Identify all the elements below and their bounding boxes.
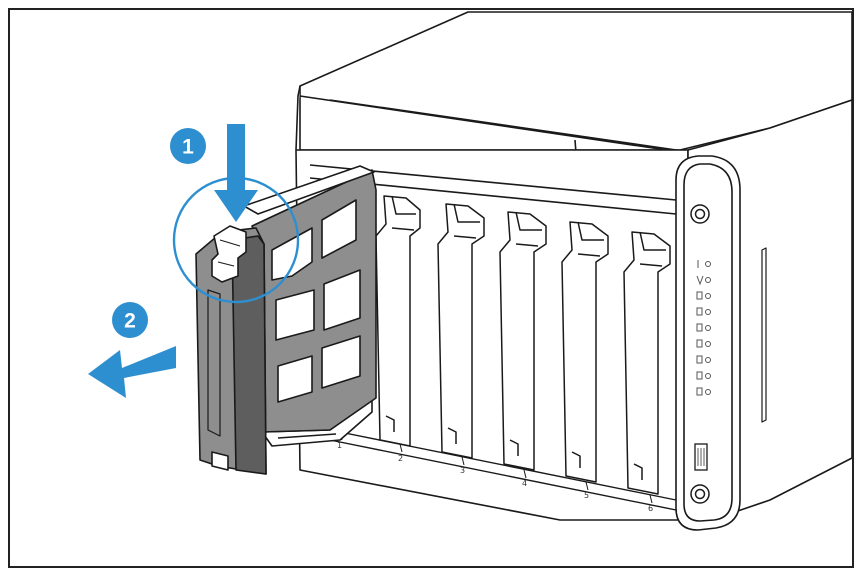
ejected-drive-tray	[195, 165, 377, 475]
tray-frame-cutouts	[271, 199, 361, 403]
bay-number-labels: 1 2 3 4 5 6	[337, 441, 653, 513]
step-number-1: 1	[182, 136, 194, 159]
tray-front-handle-shade	[231, 235, 267, 475]
bay-label-5: 5	[584, 491, 589, 500]
front-control-panel	[690, 204, 711, 504]
chassis-right-bezel-inner	[683, 163, 733, 522]
tray-handle-foot	[211, 451, 229, 471]
step-number-2: 2	[124, 310, 136, 333]
step-marker-2: 2	[112, 302, 148, 338]
bay-label-3: 3	[460, 466, 465, 475]
tray-handle-slot	[207, 289, 221, 437]
step-marker-1: 1	[170, 128, 206, 164]
drive-tray-2	[375, 195, 421, 447]
led-indicators	[696, 260, 711, 396]
arrow-down-icon	[214, 124, 258, 222]
bay-label-4: 4	[522, 479, 527, 488]
power-button-icon	[690, 204, 710, 224]
bay-label-1: 1	[337, 441, 342, 450]
installed-drive-trays	[375, 195, 671, 495]
bay-label-6: 6	[648, 504, 653, 513]
usb-port-icon	[694, 443, 708, 471]
arrow-left-icon	[88, 346, 176, 398]
drive-tray-4	[499, 211, 547, 471]
tray-top-rail	[243, 165, 375, 215]
copy-button-icon	[690, 484, 710, 504]
chassis-side-vent	[761, 247, 767, 423]
bay-label-2: 2	[398, 454, 403, 463]
drive-tray-5	[561, 221, 609, 483]
chassis-right-bezel	[675, 155, 741, 531]
tray-release-latch-detail	[217, 239, 241, 267]
drive-tray-3	[437, 203, 485, 459]
drive-tray-6	[623, 231, 671, 495]
